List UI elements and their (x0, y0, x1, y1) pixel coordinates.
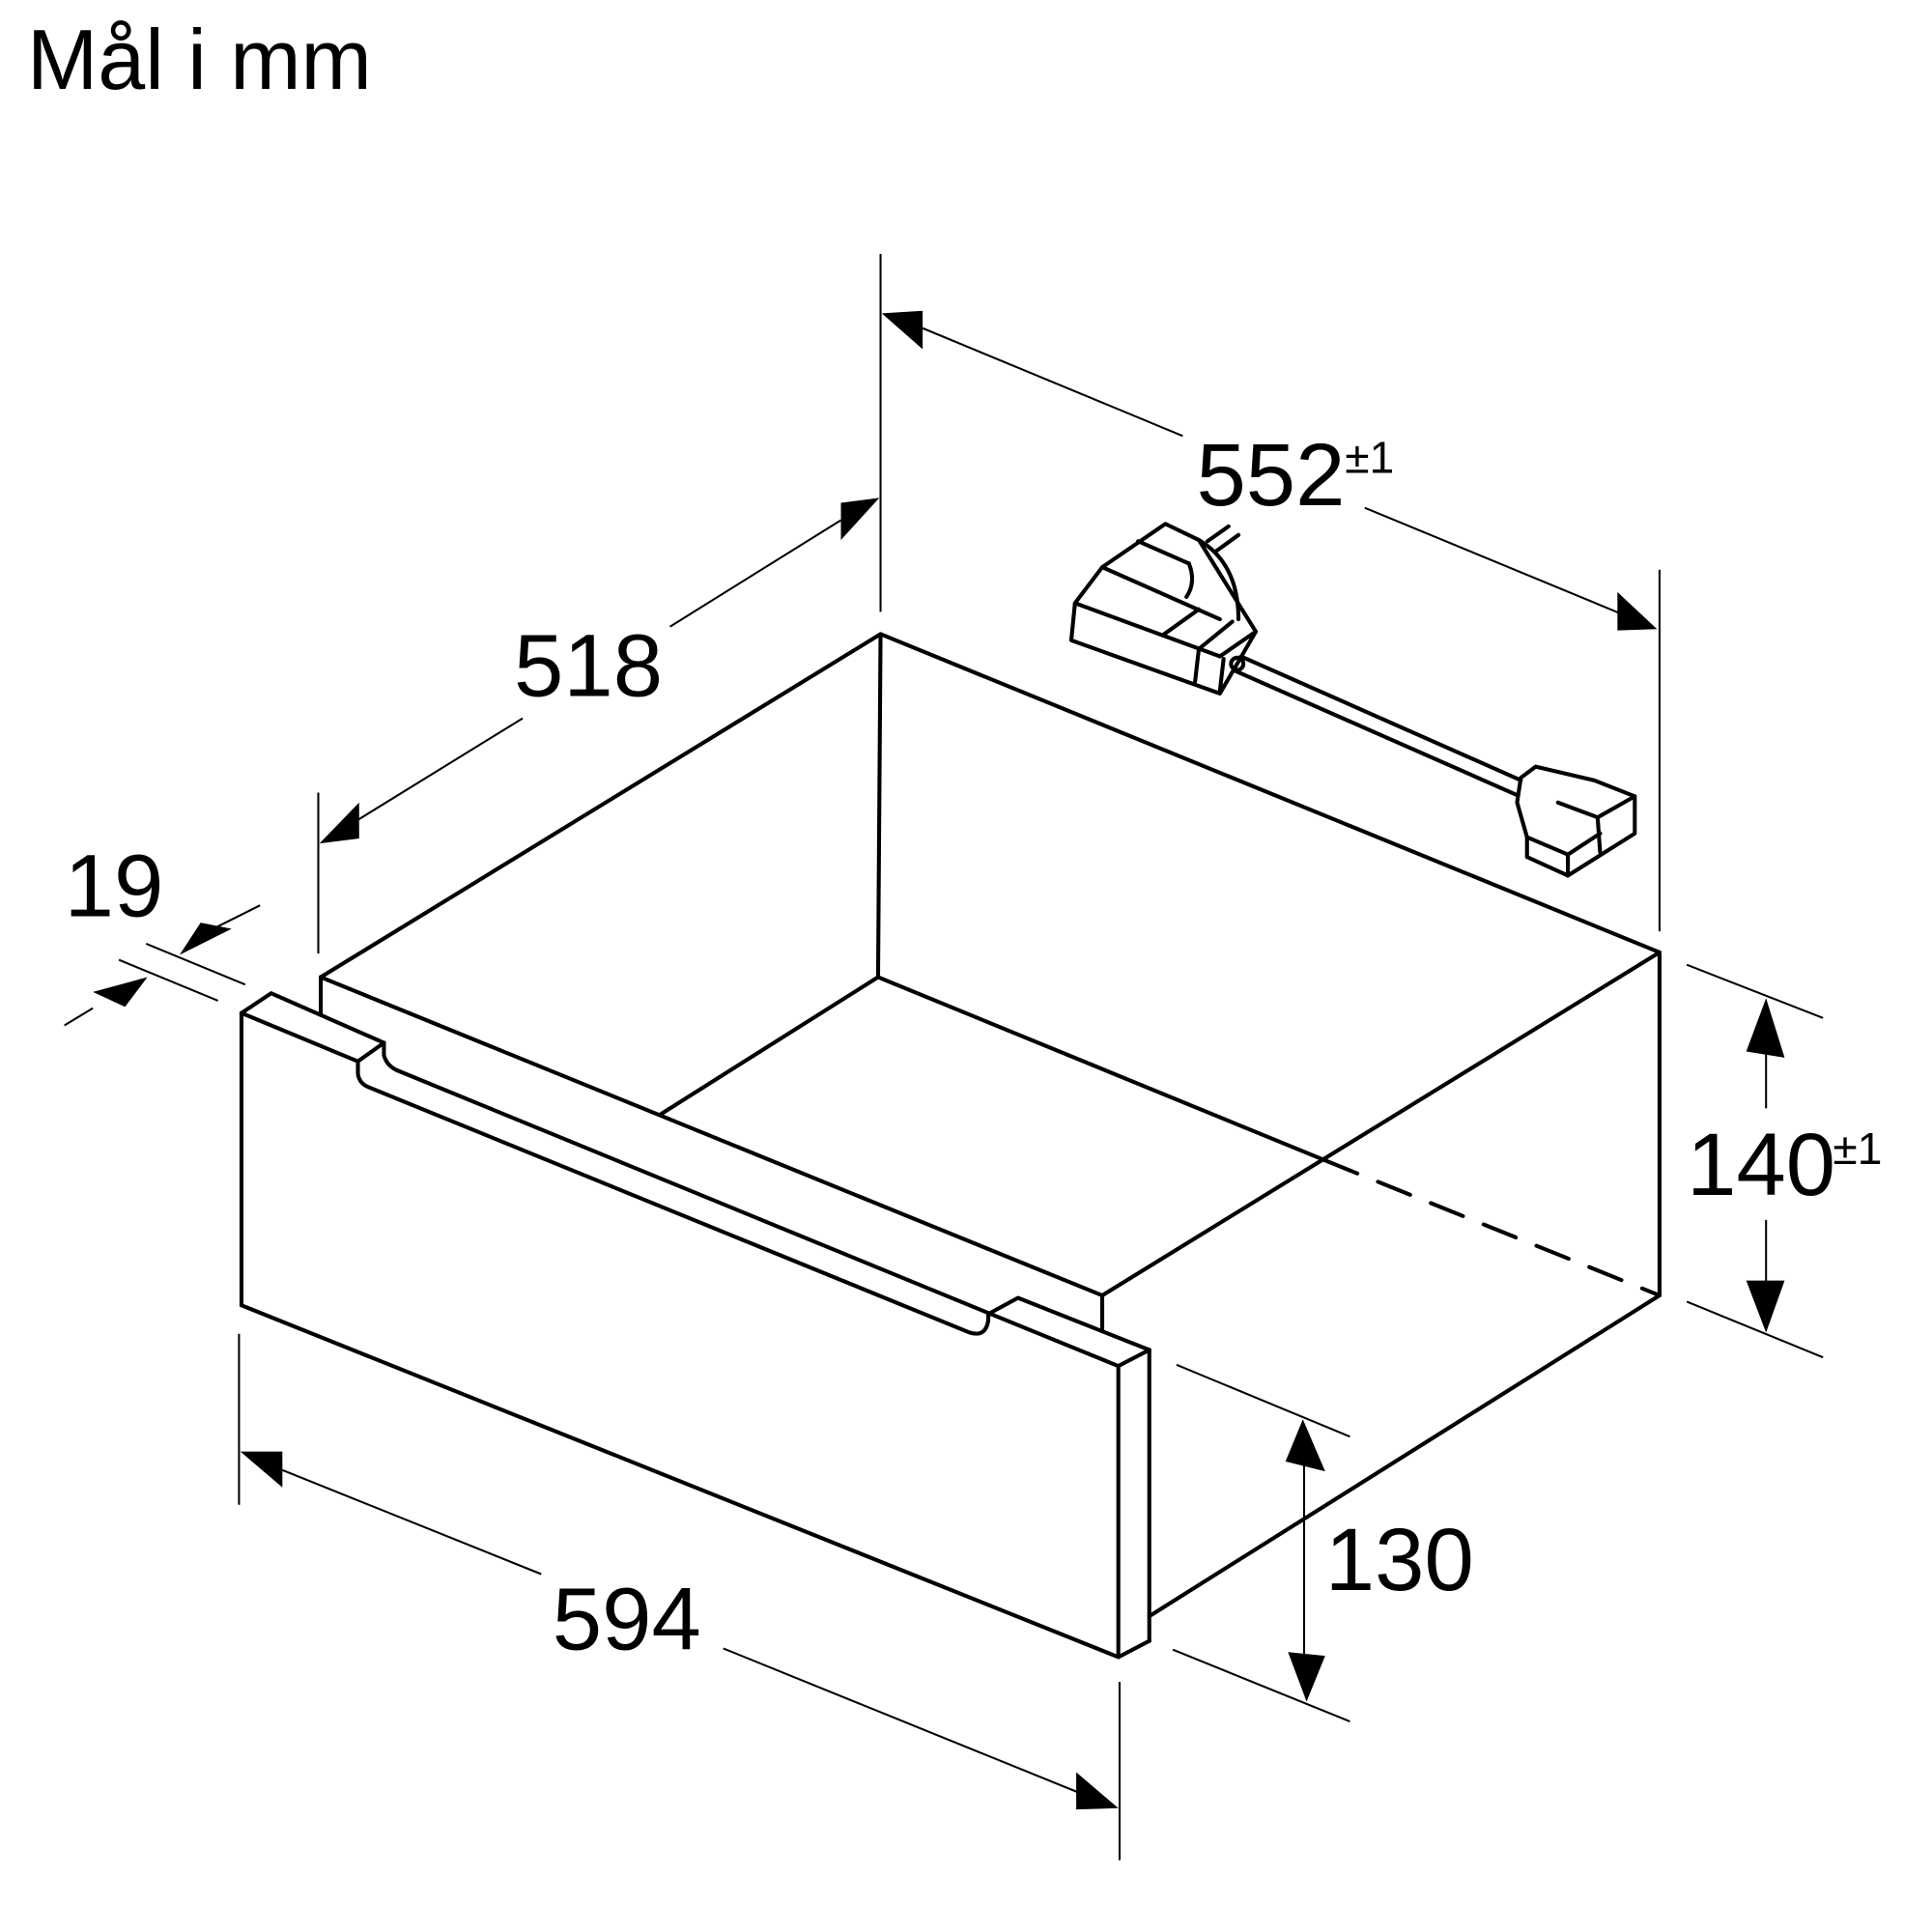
dimension-518-label: 518 (514, 615, 663, 716)
dimension-518: 518 (317, 497, 880, 954)
dimension-130-label: 130 (1325, 1509, 1474, 1609)
dimension-19: 19 (64, 836, 261, 1027)
dimension-19-label: 19 (65, 836, 164, 936)
dimension-552: 552 ±1 (879, 253, 1661, 932)
dimension-552-tolerance: ±1 (1345, 433, 1394, 483)
dimension-594-label: 594 (553, 1569, 701, 1669)
dimension-594: 594 (238, 1333, 1121, 1861)
power-cable-icon (1068, 522, 1637, 878)
dimension-140-label: 140 (1687, 1114, 1835, 1214)
dimension-130: 130 (1172, 1363, 1474, 1723)
dimension-140-tolerance: ±1 (1833, 1123, 1882, 1174)
drawer-front-panel (239, 991, 1151, 1660)
dimension-552-label: 552 (1196, 424, 1345, 525)
page-title: Mål i mm (27, 12, 372, 107)
dimension-140: 140 ±1 (1686, 963, 1882, 1359)
drawer-body (319, 632, 1662, 1619)
